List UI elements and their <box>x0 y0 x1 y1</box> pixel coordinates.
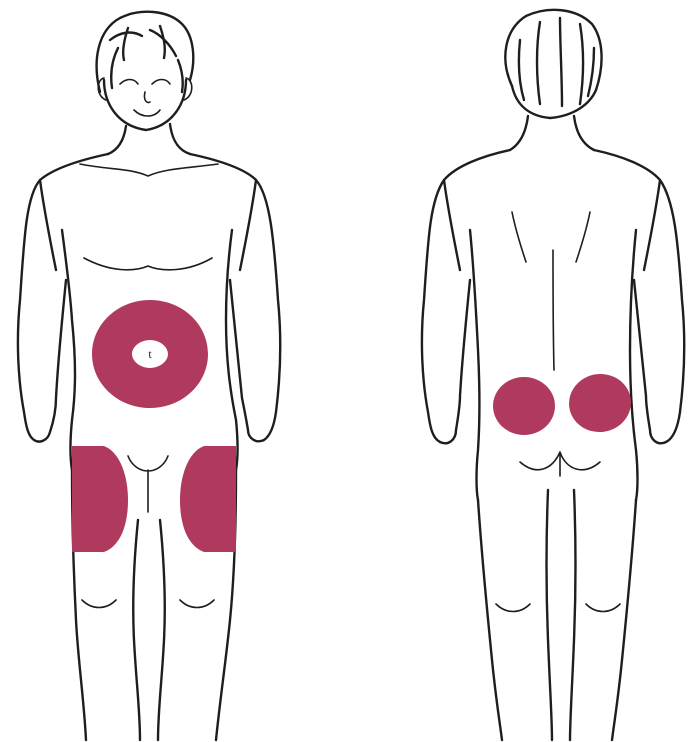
back-hair <box>505 10 601 106</box>
front-torso-right <box>226 230 238 470</box>
front-left-arm <box>18 154 108 442</box>
back-view-figure <box>422 10 684 740</box>
back-shoulder-blades <box>512 212 590 262</box>
front-torso-left <box>62 230 75 470</box>
front-right-arm <box>190 154 280 441</box>
back-spine <box>553 250 554 370</box>
front-mouth <box>134 110 160 116</box>
back-torso-left <box>470 230 480 500</box>
back-legs <box>478 490 636 740</box>
back-knees <box>496 604 620 612</box>
back-torso-right <box>630 230 638 500</box>
front-chest-line <box>84 258 212 270</box>
front-left-eye <box>120 80 138 85</box>
front-knees <box>82 600 214 608</box>
back-head-outline <box>512 86 596 118</box>
back-neck <box>510 116 594 150</box>
front-nose <box>144 92 150 103</box>
front-hair <box>97 12 194 92</box>
left-buttock-injection-site <box>493 377 555 435</box>
left-thigh-injection-site <box>180 446 236 552</box>
front-groin <box>128 456 168 512</box>
right-buttock-injection-site <box>565 370 634 436</box>
front-injection-sites: t <box>72 300 236 552</box>
back-buttock-crease <box>520 452 600 476</box>
front-collarbones <box>80 164 218 176</box>
front-right-eye <box>152 80 170 85</box>
navel-mark: t <box>148 347 152 361</box>
back-injection-sites <box>493 370 635 436</box>
right-thigh-injection-site <box>72 446 128 552</box>
front-face-outline <box>104 80 186 130</box>
